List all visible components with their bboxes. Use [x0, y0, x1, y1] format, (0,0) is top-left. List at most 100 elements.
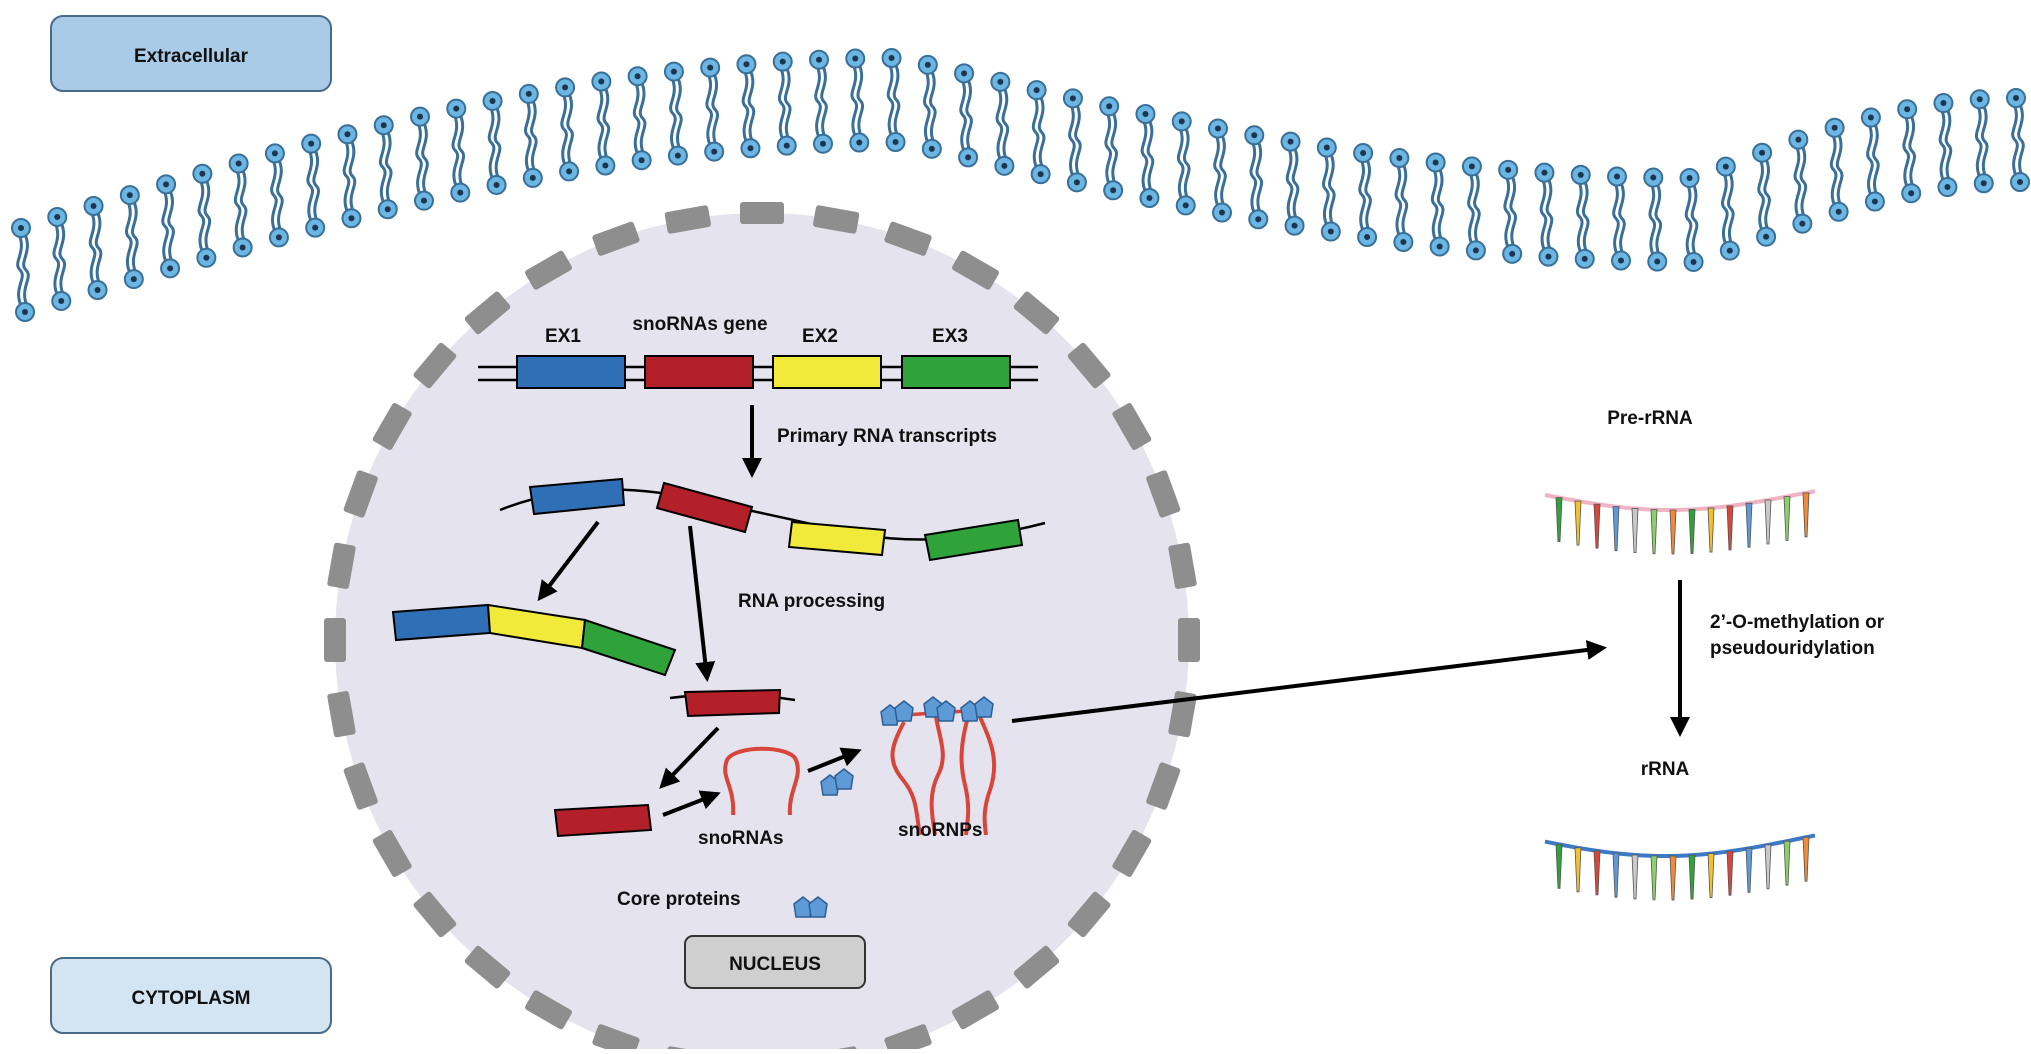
lipid-molecule [410, 106, 434, 211]
lipid-molecule [1607, 166, 1631, 271]
envelope-segment [413, 342, 457, 389]
envelope-segment [343, 470, 378, 518]
nucleotide [1745, 502, 1753, 548]
nucleotide [1726, 850, 1734, 896]
lipid-molecule [1969, 89, 1994, 194]
lipid-molecule [446, 98, 471, 203]
envelope-segment [813, 205, 860, 234]
nucleotide [1802, 836, 1810, 882]
assembly-arrow [807, 747, 862, 773]
lipid-molecule [627, 66, 652, 171]
lipid-molecule [1171, 111, 1196, 216]
nucleotide [1593, 503, 1601, 549]
lipid-molecule [301, 133, 326, 238]
lipid-molecule [47, 206, 72, 311]
folding-arrow [662, 790, 721, 817]
envelope-segment [1013, 945, 1060, 989]
spliced-mrna [391, 603, 677, 677]
envelope-segment [413, 891, 457, 938]
nucleotide [1688, 509, 1696, 554]
nucleotide [1631, 854, 1639, 900]
nucleotide [1612, 506, 1620, 552]
nucleotide [1593, 850, 1601, 896]
lipid-molecule [772, 51, 797, 156]
envelope-segment [525, 250, 572, 290]
envelope-segment [1178, 618, 1200, 662]
snornps-label: snoRNPs [898, 820, 982, 841]
lipid-molecule [1208, 118, 1232, 223]
rna-processing-label: RNA processing [738, 591, 885, 612]
lipid-molecule [1280, 131, 1305, 236]
modification-label-line2: pseudouridylation [1710, 638, 1875, 659]
lipid-molecule [881, 48, 906, 153]
lipid-molecule [1425, 152, 1450, 257]
lipid-molecule [917, 54, 942, 159]
exon-3 [901, 355, 1011, 389]
lipid-molecule [700, 57, 725, 162]
gene-dna [478, 355, 1038, 389]
pre-rrna-label: Pre-rRNA [1607, 408, 1693, 429]
extracellular-box [50, 15, 332, 92]
exon-2 [772, 355, 882, 389]
nucleus-box [684, 935, 866, 989]
lipid-molecule [1752, 142, 1777, 247]
lipid-molecule [736, 54, 761, 159]
lipid-molecule [1860, 107, 1885, 212]
lipid-molecule [1897, 99, 1922, 204]
lipid-molecule [1389, 148, 1414, 253]
envelope-segment [324, 618, 346, 662]
lipid-molecule [1715, 156, 1740, 261]
trimming-arrow [659, 726, 720, 789]
lipid-molecule [809, 49, 833, 154]
modification-label-line1: 2’-O-methylation or [1710, 612, 1885, 633]
nucleotide [1764, 844, 1772, 890]
nucleotide [1631, 508, 1639, 553]
lipid-molecule [954, 63, 979, 168]
lipid-molecule [990, 71, 1015, 176]
pre-rrna-strand [1544, 489, 1816, 555]
nucleotide [1612, 852, 1620, 898]
lipid-molecule [663, 61, 688, 166]
lipid-molecule [1643, 167, 1668, 272]
cytoplasm-box [50, 957, 332, 1034]
lipid-molecule [1026, 80, 1051, 185]
transcript-exon-2 [787, 520, 887, 557]
lipid-molecule [1933, 93, 1958, 198]
lipid-molecule [2006, 88, 2030, 192]
nucleotide [1669, 855, 1677, 901]
lipid-molecule [1461, 156, 1486, 261]
nucleotide [1707, 853, 1715, 898]
nucleotide [1688, 854, 1696, 900]
lipid-molecule [1135, 104, 1160, 209]
cell-membrane [11, 48, 2030, 322]
lipid-molecule [591, 71, 616, 176]
nucleotide [1574, 847, 1582, 893]
lipid-molecule [555, 77, 580, 182]
rrna-strand [1544, 833, 1816, 901]
envelope-segment [464, 291, 511, 335]
nucleotide [1726, 505, 1734, 551]
lipid-molecule [1570, 164, 1595, 269]
nucleotide [1555, 497, 1563, 543]
transcript-exon-3 [923, 518, 1024, 562]
lipid-molecule [1534, 162, 1559, 267]
lipid-molecule [1316, 137, 1341, 242]
primary-transcript [499, 477, 1046, 562]
lipid-molecule [11, 218, 35, 322]
lipid-molecule [1062, 88, 1087, 193]
core-proteins-label: Core proteins [617, 889, 741, 910]
nucleotide [1707, 507, 1715, 553]
nucleotide [1783, 840, 1791, 886]
lipid-molecule [1099, 96, 1124, 201]
lipid-molecule [1679, 167, 1704, 272]
envelope-segment [952, 250, 999, 290]
excised-intron [669, 688, 796, 718]
nucleotide [1574, 500, 1582, 546]
snornas-label: snoRNAs [698, 828, 784, 849]
nucleus [335, 213, 1189, 1054]
snorna-excision-arrow [688, 525, 716, 682]
envelope-segment [1067, 342, 1111, 389]
envelope-segment [525, 990, 572, 1030]
